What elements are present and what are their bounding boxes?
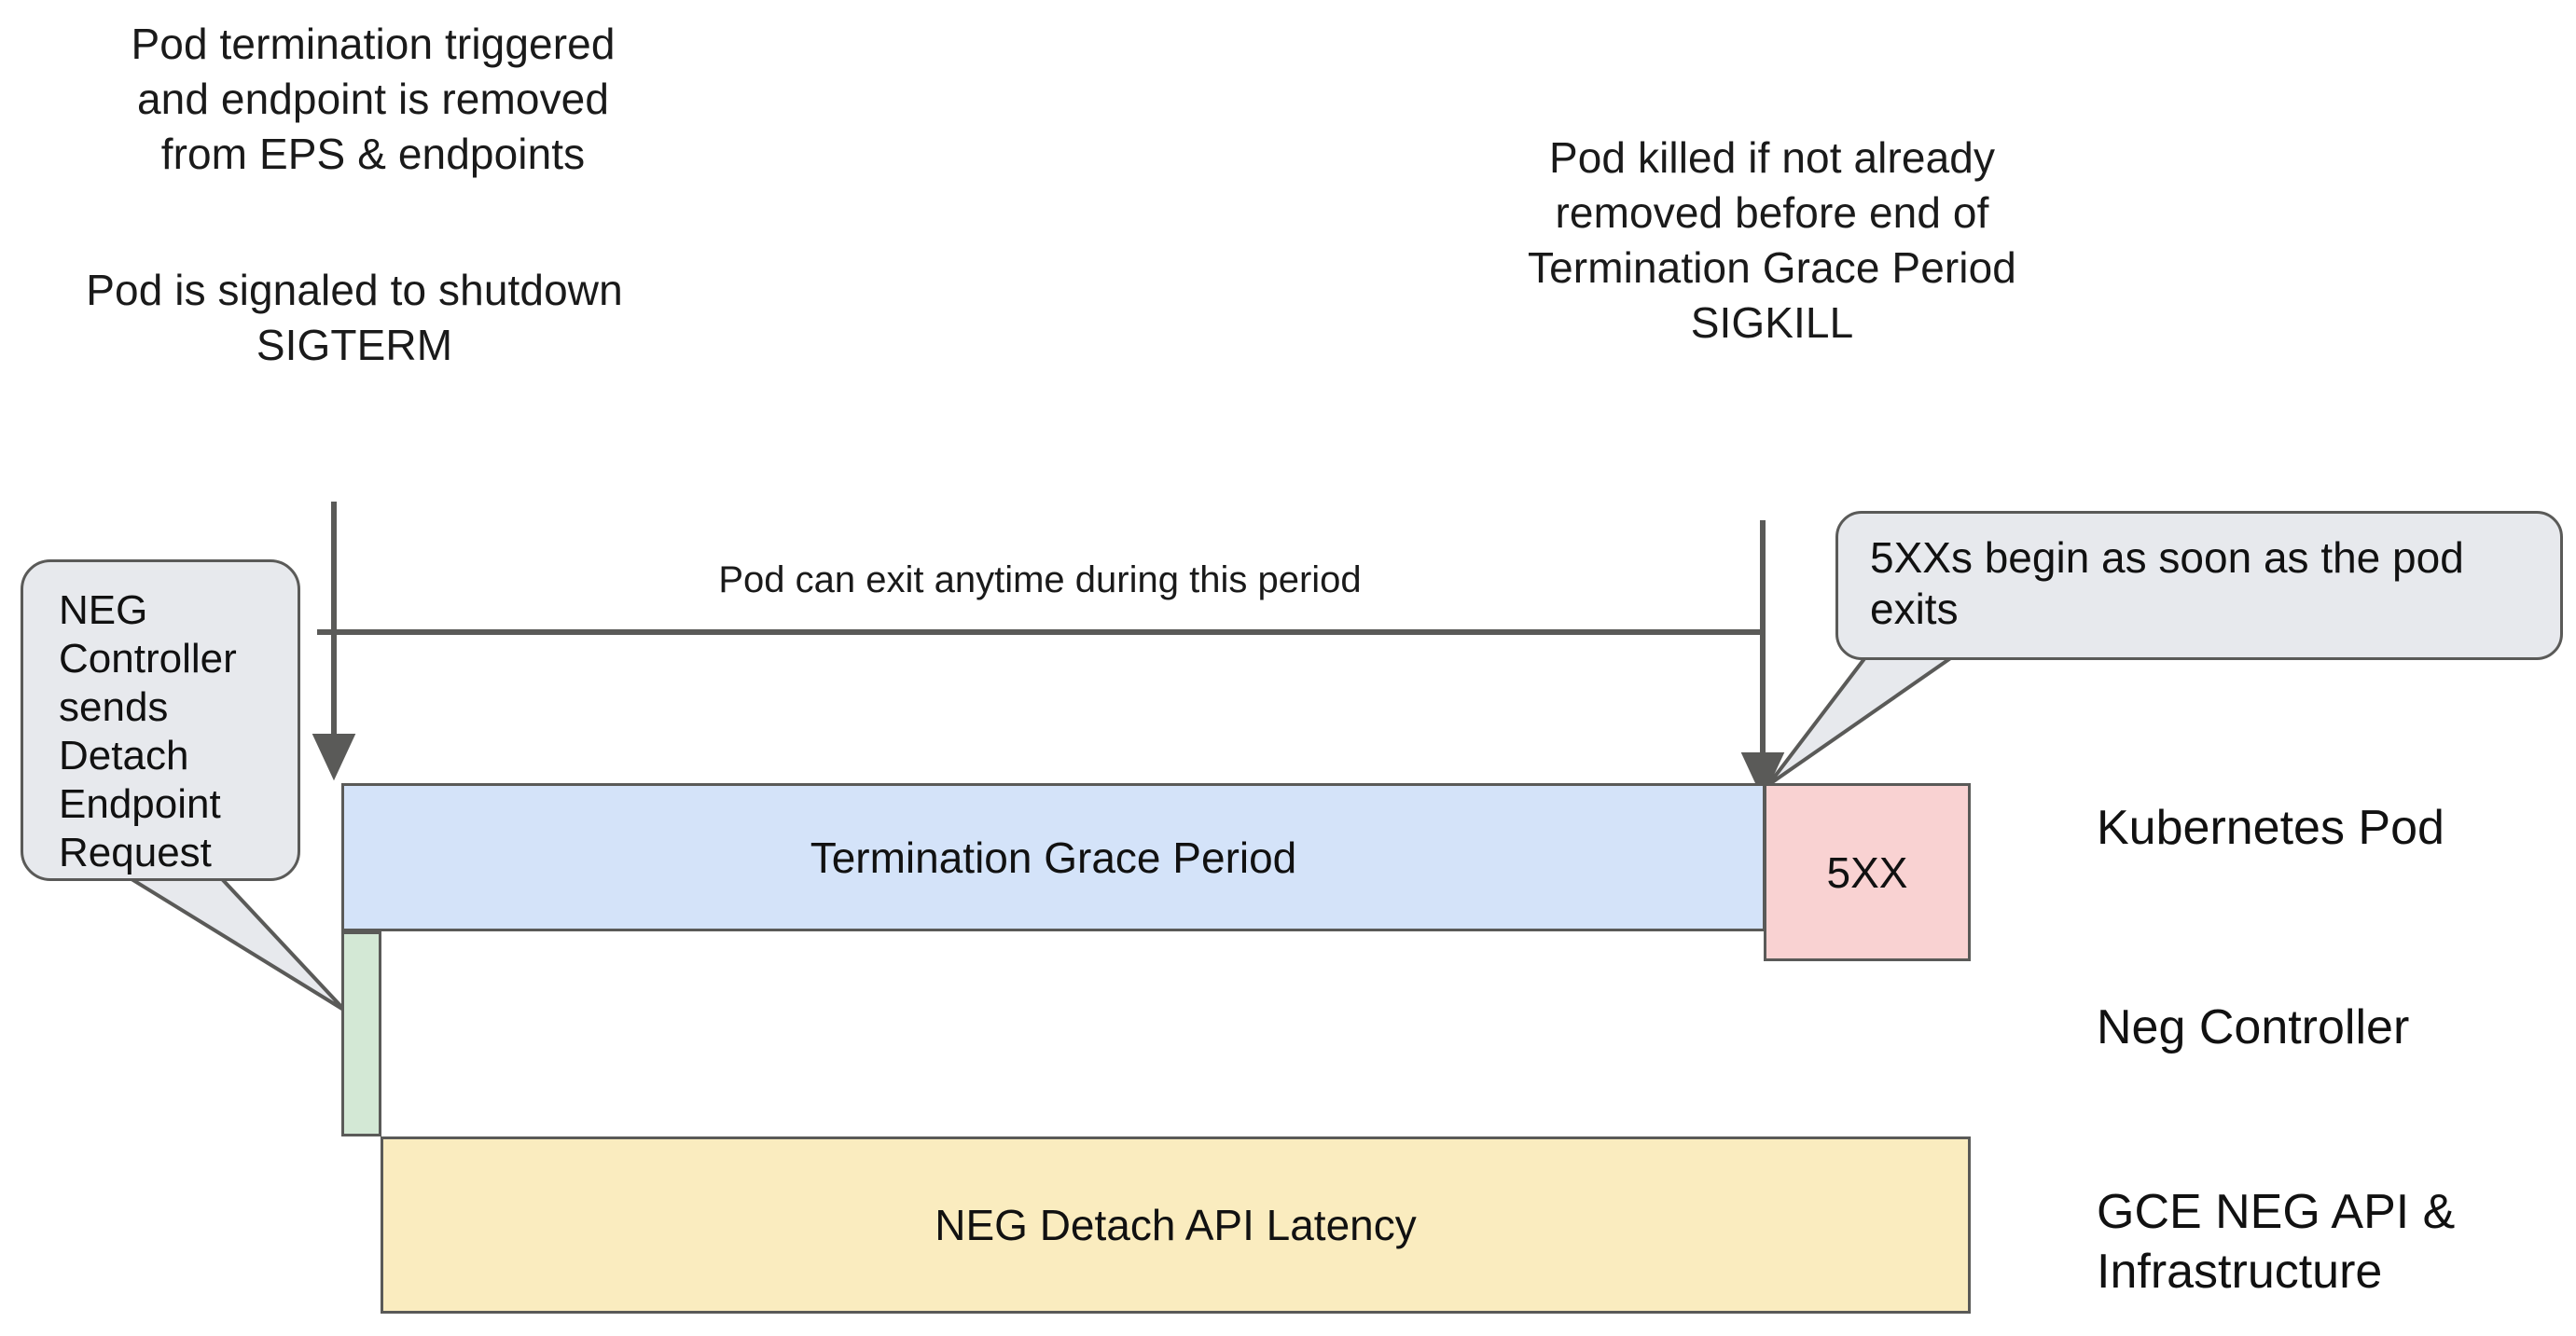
bar-5xx: 5XX: [1764, 783, 1971, 961]
annotation-sigkill: Pod killed if not already removed before…: [1528, 133, 2016, 347]
bar-neg-controller-detach: [341, 931, 381, 1136]
bar-label-termination-grace-period: Termination Grace Period: [810, 833, 1297, 882]
callout-5xx: 5XXs begin as soon as the pod exits: [1835, 511, 2563, 660]
lane-label-neg-controller: Neg Controller: [2097, 1000, 2410, 1054]
annotation-sigterm: Pod is signaled to shutdown SIGTERM: [86, 266, 623, 369]
callout-neg-controller: NEG Controller sends Detach Endpoint Req…: [21, 559, 300, 881]
bar-label-neg-detach-api-latency: NEG Detach API Latency: [935, 1201, 1417, 1249]
bar-neg-detach-api-latency: NEG Detach API Latency: [381, 1136, 1971, 1314]
annotation-pod-termination: Pod termination triggered and endpoint i…: [131, 20, 616, 178]
lane-label-kubernetes-pod: Kubernetes Pod: [2097, 801, 2444, 855]
callout-neg-tail: [110, 865, 347, 1012]
lane-label-gce-neg-api: GCE NEG API & Infrastructure: [2097, 1185, 2456, 1300]
callout-5xx-tail: [1766, 651, 1960, 787]
bar-termination-grace-period: Termination Grace Period: [341, 783, 1766, 931]
timeline-caption: Pod can exit anytime during this period: [718, 559, 1362, 600]
bar-label-5xx: 5XX: [1826, 847, 1908, 897]
